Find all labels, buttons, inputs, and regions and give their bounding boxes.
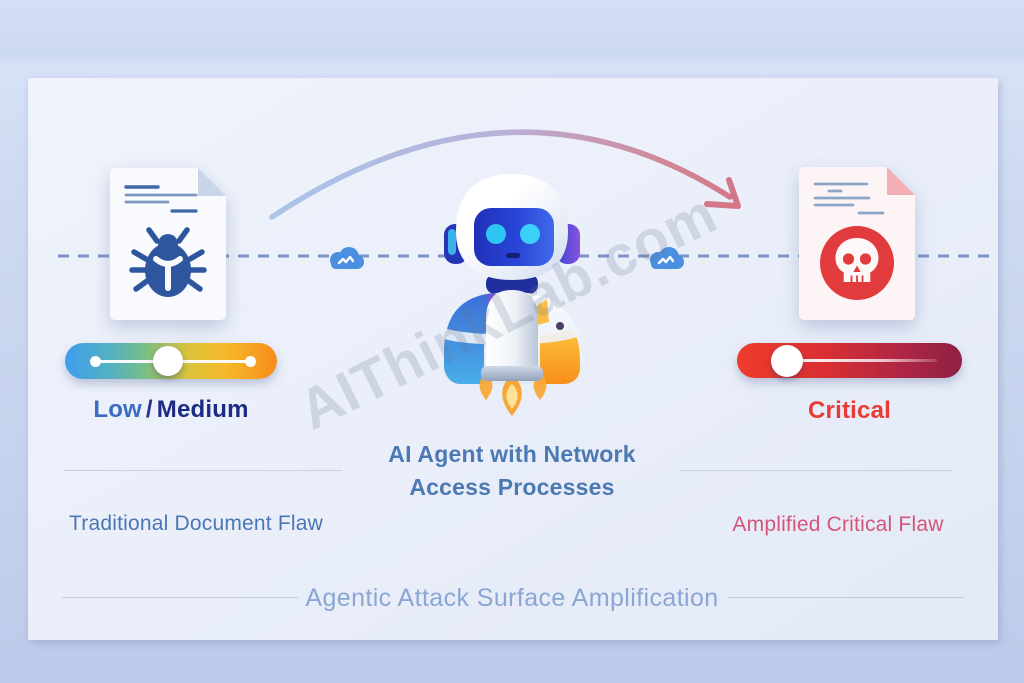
skull-document-icon — [799, 167, 915, 320]
bug-document-icon — [110, 168, 226, 320]
slider-thumb — [153, 346, 183, 376]
left-caption: Traditional Document Flaw — [69, 512, 323, 535]
left-caption-rule — [64, 470, 342, 471]
cloud-icon — [650, 247, 684, 269]
low-medium-severity-slider — [65, 343, 277, 379]
slider-start-dot — [90, 355, 101, 367]
robot-eye — [486, 224, 506, 244]
right-caption: Amplified Critical Flaw — [732, 513, 944, 536]
severity-divider: / — [145, 396, 153, 423]
bug-glyph — [129, 227, 207, 297]
robot-eye — [520, 224, 540, 244]
right-severity-label: Critical — [808, 397, 891, 424]
title-rule-left — [62, 597, 298, 598]
severity-low-text: Low — [93, 396, 142, 423]
right-caption-rule — [680, 470, 952, 471]
diagram-title: Agentic Attack Surface Amplification — [305, 584, 719, 612]
robot-mouth — [506, 253, 520, 258]
robot-caption-line1: AI Agent with Network — [388, 441, 636, 467]
cloud-icon — [330, 247, 364, 269]
ai-robot-jetpack-icon — [422, 168, 602, 418]
slider-thumb — [771, 344, 803, 377]
robot-caption-line2: Access Processes — [409, 474, 615, 500]
skull-glyph — [835, 238, 879, 282]
critical-severity-slider — [737, 343, 962, 378]
severity-medium-text: Medium — [156, 396, 249, 423]
robot-caption: AI Agent with Network Access Processes — [312, 438, 712, 504]
title-rule-right — [728, 597, 964, 598]
slider-end-dot — [245, 355, 256, 367]
left-severity-label: Low/Medium — [65, 396, 277, 424]
slider-track — [799, 359, 937, 362]
